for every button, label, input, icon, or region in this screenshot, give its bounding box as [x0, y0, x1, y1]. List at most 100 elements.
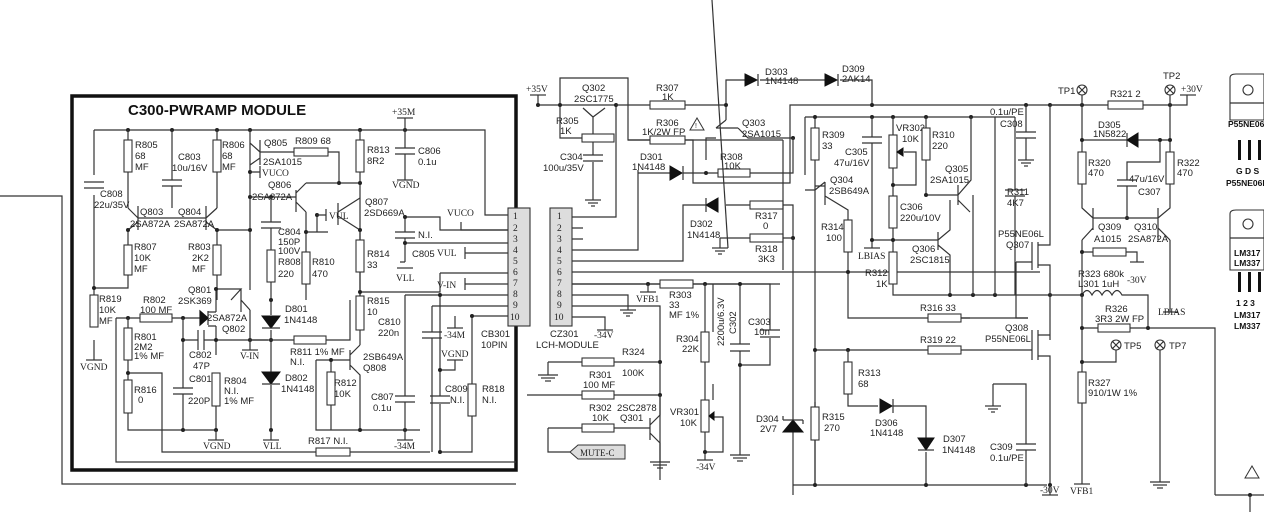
net-m30v-1: -30V — [1040, 486, 1060, 496]
resistor-R324 — [581, 357, 615, 367]
warning-icon-2 — [1244, 465, 1260, 479]
svg-text:4: 4 — [513, 246, 518, 256]
resistor-R806 — [212, 139, 222, 173]
resistor-R809 — [293, 147, 329, 157]
package-name-bottom: P55NE06L — [1226, 178, 1264, 188]
resistor-R301 — [581, 390, 615, 400]
label-C302-value: 2200u/6.3V — [716, 297, 727, 346]
inductor-L301 — [1050, 289, 1149, 328]
net-vfb1-1: VFB1 — [636, 295, 659, 305]
label-TP2: TP2 — [1163, 71, 1180, 82]
svg-text:8: 8 — [513, 290, 518, 300]
cb301-pins: 1 2 3 4 5 6 7 8 9 10 — [510, 212, 520, 323]
package-lm337-top: LM337 — [1234, 258, 1261, 268]
net-p30v: +30V — [1181, 85, 1203, 95]
resistor-R312 — [888, 251, 898, 285]
resistor-R313 — [843, 361, 853, 395]
package-lm317-top: LM317 — [1234, 248, 1261, 258]
mute-c-port — [569, 444, 626, 460]
svg-text:3: 3 — [513, 235, 518, 245]
potentiometer-VR301 — [700, 399, 710, 433]
diode-D307 — [917, 437, 935, 451]
resistor-R326 — [1097, 323, 1131, 333]
resistor-R307 — [649, 100, 686, 110]
resistor-R805 — [123, 139, 133, 173]
net-vin-1: V-IN — [437, 281, 456, 291]
net-mute: MUTE-C — [580, 448, 615, 458]
net-m34m-2: -34M — [444, 331, 466, 341]
net-vuco-2: VUCO — [447, 209, 474, 219]
resistor-R319 — [927, 345, 962, 355]
diode-D801 — [261, 315, 281, 329]
resistor-R317 — [749, 200, 784, 210]
net-vgnd-3: VGND — [203, 442, 231, 452]
diode-D802 — [261, 371, 281, 385]
resistor-R311 — [888, 195, 898, 229]
resistor-R302 — [581, 423, 615, 433]
resistor-R802 — [139, 313, 173, 323]
package-lm317-bottom: LM317 — [1234, 310, 1261, 320]
zener-D304 — [781, 419, 805, 433]
net-lbias-2: LBIAS — [1158, 308, 1185, 318]
net-m34v-2: -34V — [696, 463, 716, 473]
resistor-R816 — [123, 379, 133, 414]
net-vul-1: VUL — [329, 212, 349, 222]
svg-text:9: 9 — [557, 301, 562, 311]
module-title: C300-PWRAMP MODULE — [128, 102, 306, 119]
svg-text:4: 4 — [557, 246, 562, 256]
net-m30v-2: -30V — [1127, 276, 1147, 286]
resistor-R318 — [749, 233, 784, 243]
resistor-R309 — [810, 127, 820, 161]
label-R809: R809 68 — [295, 136, 331, 147]
package-name-top: P55NE06L — [1228, 119, 1264, 129]
resistor-R305 — [581, 133, 615, 143]
net-vin-2: V-IN — [240, 352, 259, 362]
resistor-R308 — [717, 168, 751, 178]
svg-text:2: 2 — [513, 224, 518, 234]
resistor-R303 — [659, 279, 694, 289]
label-R817: R817 N.I. — [308, 436, 348, 447]
label-R321: R321 2 — [1110, 89, 1141, 100]
resistor-R817 — [315, 447, 351, 457]
resistor-R810 — [301, 251, 311, 285]
